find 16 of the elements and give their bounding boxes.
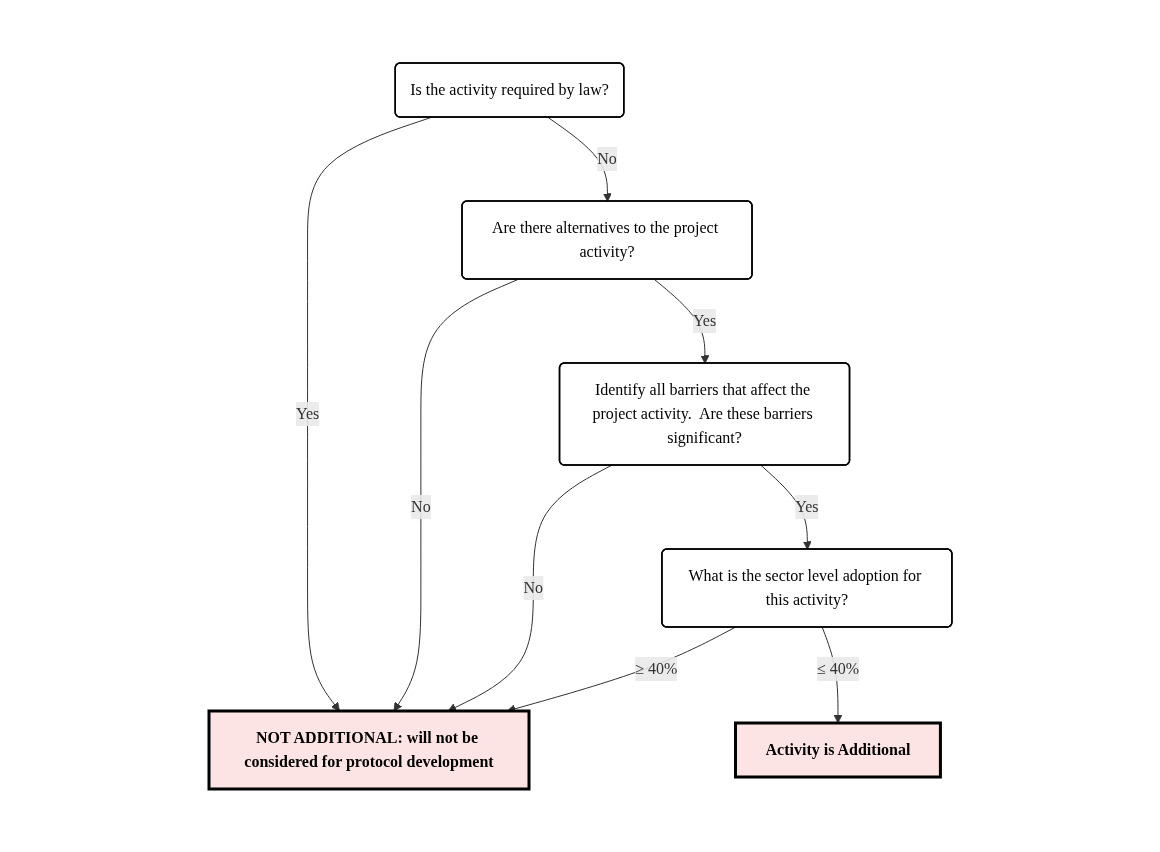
arrow: [447, 465, 612, 712]
edge-label: No: [523, 579, 543, 596]
edge-label: ≤ 40%: [816, 660, 859, 677]
arrow: [547, 117, 612, 202]
edge-label: ≥ 40%: [634, 660, 677, 677]
arrow: [393, 279, 518, 712]
edge-label: No: [410, 498, 431, 515]
node-box: NOT ADDITIONAL: will not be considered for protocol development: [207, 709, 531, 791]
edge-label: No: [596, 150, 617, 167]
node-box: Activity is Additional: [733, 721, 942, 779]
arrow: [306, 117, 432, 712]
edge-label: Yes: [295, 405, 319, 422]
edge-label: Yes: [692, 312, 716, 329]
edge-label: Yes: [794, 498, 819, 515]
arrow: [760, 465, 812, 550]
arrow: [653, 279, 709, 364]
